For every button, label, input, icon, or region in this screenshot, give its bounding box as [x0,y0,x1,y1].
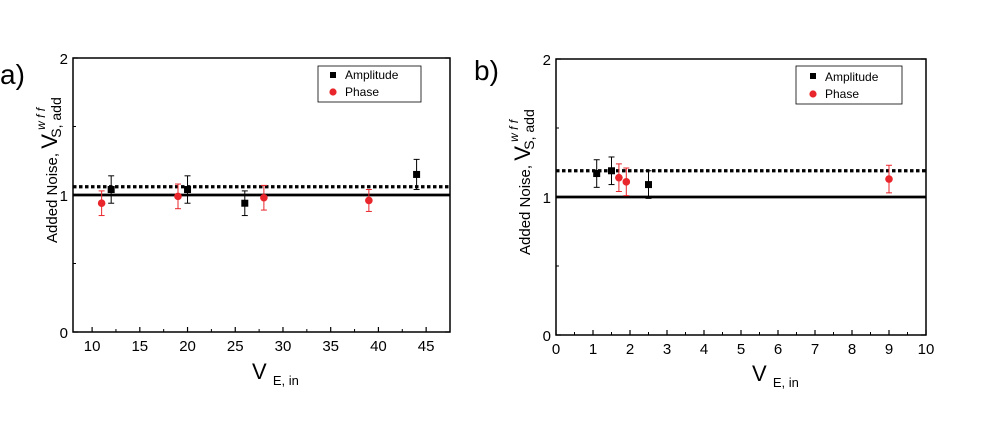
x-tick-label: 40 [370,338,387,355]
y-axis-label-sup-b: w f f [507,118,521,142]
x-tick-label: 5 [737,341,745,358]
x-tick-label: 8 [848,341,856,358]
square-marker [241,199,249,207]
x-tick-label: 15 [131,338,148,355]
legend-box-b [795,65,903,105]
x-tick-label: 30 [275,338,292,355]
legend-label-amplitude-b: Amplitude [825,70,879,84]
panel-b: b) 0 1 2 3 4 5 6 7 8 9 10 0 1 2 Amplitude Phase Added… [474,52,934,390]
phase-point [365,189,373,212]
legend-marker-phase-a [329,88,337,96]
amplitude-point [593,159,601,188]
y-axis-label-symbol-a: V [37,134,62,149]
circle-marker [885,175,893,183]
phase-point [260,184,268,211]
amplitude-point [608,156,615,186]
amplitude-point [645,170,652,199]
y-axis-label-sub-b: S, add [521,109,537,149]
reference-lines-a [73,185,450,197]
panel-a: a) 10 15 20 25 30 35 40 45 0 1 2 Amplitude Phase A… [0,51,451,388]
x-axis-label-sub-a: E, in [273,373,299,388]
y-axis-label-b: Added Noise, V w f f S, add [505,109,537,255]
y-tick-label: 0 [60,325,68,342]
circle-marker [615,173,623,182]
amplitude-point [413,158,421,191]
x-tick-label: 6 [774,341,782,358]
legend-marker-amplitude-a [330,72,336,78]
y-axis-label-symbol-b: V [510,146,535,161]
square-marker [107,186,115,194]
x-tick-label: 3 [663,341,671,358]
square-marker [608,167,615,175]
x-axis-label-a: V E, in [252,359,299,388]
phase-point [615,163,623,192]
circle-marker [174,192,182,201]
y-tick-label: 1 [543,190,551,207]
phase-point [622,167,631,197]
square-marker [593,170,601,178]
x-tick-label: 9 [885,341,893,358]
x-tick-label: 2 [626,341,634,358]
legend-label-amplitude-a: Amplitude [345,68,399,82]
y-axis-label-sub-a: S, add [48,97,64,137]
circle-marker [260,193,268,202]
y-tick-label: 2 [543,52,551,69]
axis-ticks-b: 0 1 2 3 4 5 6 7 8 9 10 0 1 2 [543,52,935,358]
square-marker [645,181,652,189]
amplitude-point [241,190,249,217]
legend-label-phase-b: Phase [825,87,859,101]
phase-point [885,164,893,194]
square-marker [184,186,192,194]
y-axis-label-sup-a: w f f [34,106,48,130]
x-tick-label: 1 [589,341,597,358]
y-tick-label: 2 [60,51,68,68]
x-tick-label: 35 [322,338,339,355]
data-points-a [97,158,421,217]
x-tick-label: 7 [811,341,819,358]
y-axis-label-main-b: Added Noise, [517,161,534,255]
circle-marker [622,178,631,186]
panel-label-a: a) [0,59,25,90]
phase-point [174,183,182,210]
amplitude-point [184,175,192,204]
circle-marker [97,199,106,208]
axis-ticks-a: 10 15 20 25 30 35 40 45 0 1 2 [60,51,450,355]
x-tick-label: 45 [418,338,435,355]
x-tick-label: 25 [227,338,244,355]
x-axis-label-b: V E, in [752,361,799,390]
legend-b: Amplitude Phase [795,65,903,105]
phase-point [97,190,106,217]
x-tick-label: 10 [918,341,935,358]
y-axis-label-main-a: Added Noise, [44,149,61,243]
x-tick-label: 4 [700,341,708,358]
x-tick-label: 20 [179,338,196,355]
x-tick-label: 10 [84,338,101,355]
legend-marker-phase-b [809,90,817,98]
x-axis-label-main-a: V [252,359,267,384]
square-marker [413,170,421,178]
legend-label-phase-a: Phase [345,85,379,99]
y-tick-label: 0 [543,328,551,345]
reference-lines-b [556,169,926,199]
amplitude-point [107,175,115,204]
x-axis-label-main-b: V [752,361,767,386]
x-axis-label-sub-b: E, in [773,375,799,390]
y-axis-label-a: Added Noise, V w f f S, add [32,97,64,243]
panel-label-b: b) [474,55,499,86]
y-tick-label: 1 [60,188,68,205]
circle-marker [365,196,373,205]
legend-a: Amplitude Phase [317,65,422,103]
legend-marker-amplitude-b [810,73,816,79]
data-points-b [593,156,893,199]
x-tick-label: 0 [552,341,560,358]
